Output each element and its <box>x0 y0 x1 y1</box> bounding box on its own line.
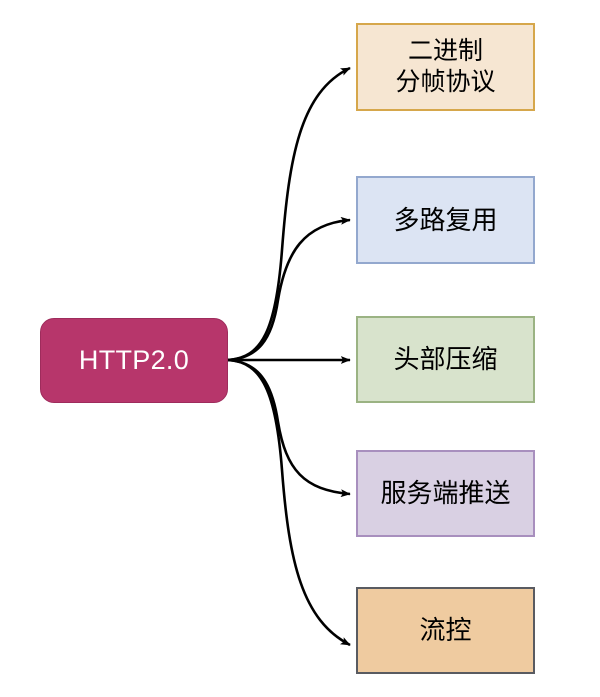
node-flow-control[interactable]: 流控 <box>356 587 535 674</box>
connector-to-flow-control <box>227 358 351 647</box>
node-binary-framing[interactable]: 二进制 分帧协议 <box>356 23 535 111</box>
node-server-push[interactable]: 服务端推送 <box>356 450 535 537</box>
connector-to-server-push <box>227 358 351 498</box>
node-http2-root[interactable]: HTTP2.0 <box>40 318 228 403</box>
connector-to-binary-framing <box>227 66 351 362</box>
node-header-compression[interactable]: 头部压缩 <box>356 316 535 403</box>
node-multiplexing[interactable]: 多路复用 <box>356 176 535 264</box>
connector-to-multiplexing <box>227 216 351 362</box>
